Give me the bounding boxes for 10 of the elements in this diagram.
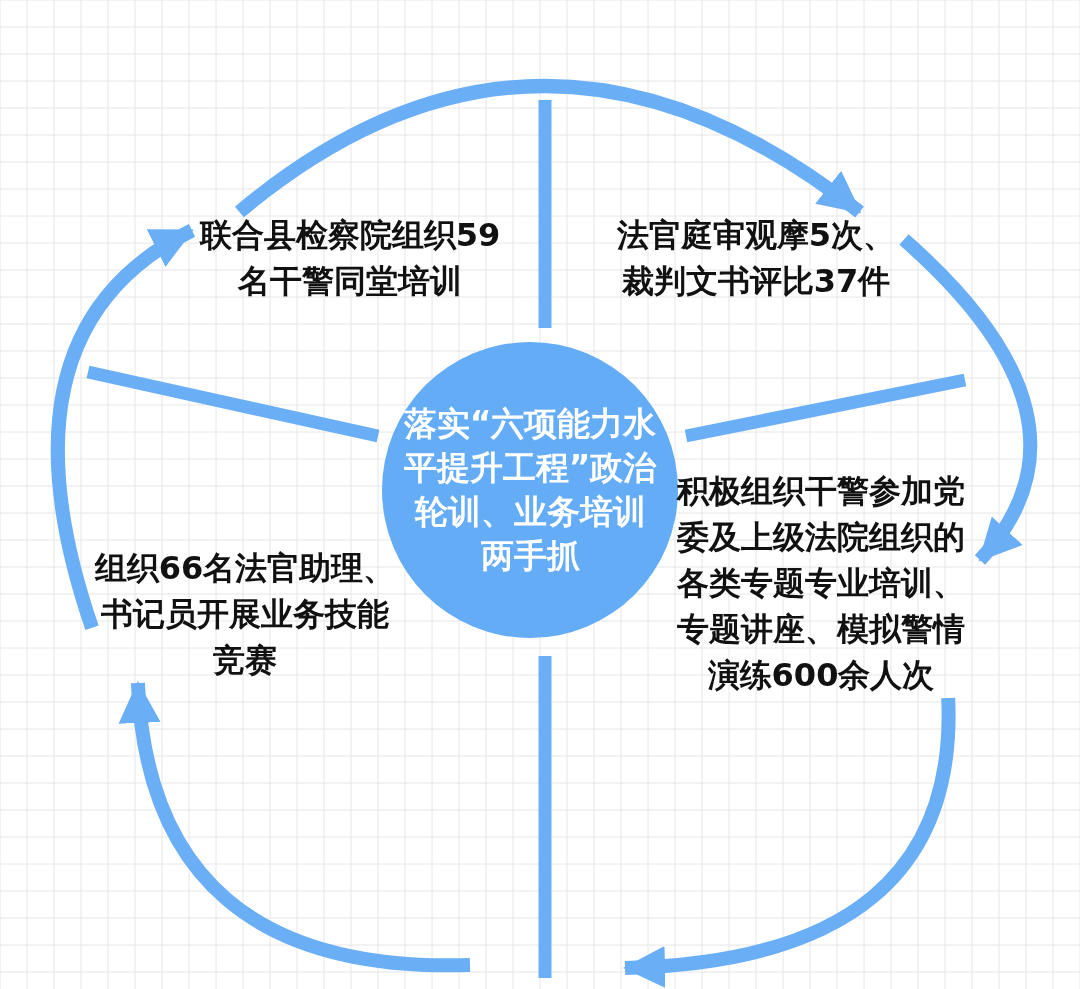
center-text: 落实“六项能力水平提升工程”政治轮训、业务培训两手抓 <box>402 403 658 577</box>
curved-arrow <box>235 79 864 218</box>
sector-text: 积极组织干警参加党委及上级法院组织的各类专题专业培训、专题讲座、模拟警情演练600余人次 <box>662 468 980 698</box>
curved-arrow <box>899 234 1037 565</box>
curved-arrow <box>50 224 196 630</box>
sector-text: 联合县检察院组织59名干警同堂培训 <box>192 212 508 304</box>
sector-text: 法官庭审观摩5次、裁判文书评比37件 <box>608 212 904 304</box>
curved-arrow <box>120 681 471 972</box>
sector-text: 组织66名法官助理、书记员开展业务技能竞赛 <box>92 545 398 683</box>
curved-arrow <box>623 697 956 987</box>
